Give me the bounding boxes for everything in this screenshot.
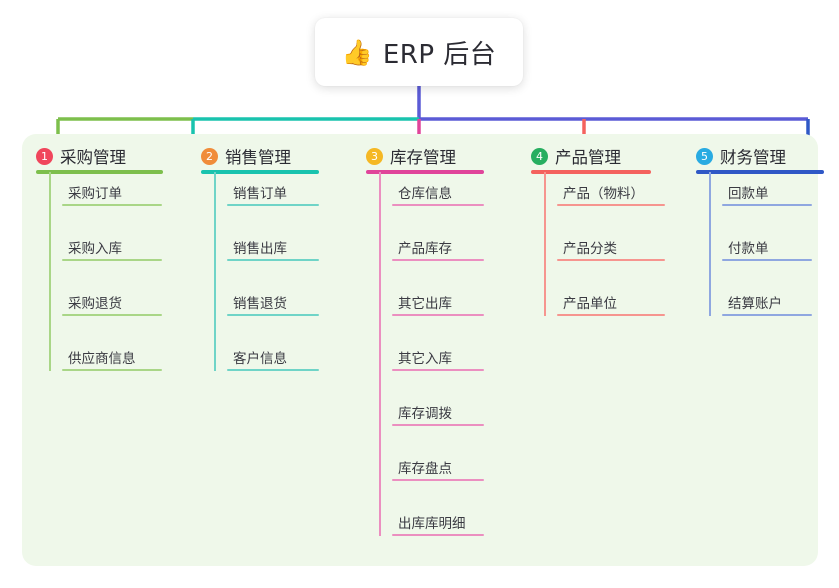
branch-item-rule <box>227 369 319 371</box>
branch-item-label: 付款单 <box>728 241 769 257</box>
branch-item-label: 产品分类 <box>563 241 617 257</box>
root-node[interactable]: 👍 ERP 后台 <box>315 18 523 86</box>
branch-item-rule <box>557 204 665 206</box>
branch-item-rule <box>722 259 812 261</box>
branch-item[interactable]: 供应商信息 <box>62 345 162 371</box>
branch-item-label: 产品单位 <box>563 296 617 312</box>
branch-item[interactable]: 出库库明细 <box>392 510 484 536</box>
branch-header-rule <box>36 170 163 174</box>
branch-item-label: 回款单 <box>728 186 769 202</box>
thumbs-up-icon: 👍 <box>341 37 373 67</box>
branch-number-badge: 4 <box>531 147 548 165</box>
branch-item-rule <box>392 424 484 426</box>
branch-item-label: 供应商信息 <box>68 351 136 367</box>
branch-item-rule <box>62 314 162 316</box>
branch-header-3[interactable]: 3 库存管理 <box>366 144 456 168</box>
branch-item[interactable]: 其它出库 <box>392 290 484 316</box>
branch-header-rule <box>201 170 319 174</box>
branch-item-label: 结算账户 <box>728 296 782 312</box>
branch-item-rule <box>227 204 319 206</box>
branch-item-rule <box>62 369 162 371</box>
branch-item-rule <box>557 259 665 261</box>
branch-item[interactable]: 仓库信息 <box>392 180 484 206</box>
branch-title-label: 库存管理 <box>390 148 456 167</box>
branch-item[interactable]: 采购退货 <box>62 290 162 316</box>
branch-item-label: 产品（物料） <box>563 186 644 202</box>
branch-item[interactable]: 产品库存 <box>392 235 484 261</box>
branch-header-rule <box>696 170 824 174</box>
branch-item-label: 出库库明细 <box>398 516 466 532</box>
branch-number-badge: 3 <box>366 147 383 165</box>
branch-item-rule <box>557 314 665 316</box>
branch-item-rule <box>392 534 484 536</box>
branch-item-rule <box>392 314 484 316</box>
branch-item[interactable]: 产品（物料） <box>557 180 665 206</box>
branch-item-label: 其它出库 <box>398 296 452 312</box>
branch-spine <box>49 172 51 371</box>
branch-item-rule <box>62 204 162 206</box>
branch-item-rule <box>392 479 484 481</box>
branch-item-label: 采购订单 <box>68 186 122 202</box>
branch-header-rule <box>531 170 651 174</box>
branch-item-rule <box>62 259 162 261</box>
branch-item[interactable]: 其它入库 <box>392 345 484 371</box>
branch-spine <box>709 172 711 316</box>
branch-item-label: 产品库存 <box>398 241 452 257</box>
branch-title-label: 产品管理 <box>555 148 621 167</box>
branch-item-label: 其它入库 <box>398 351 452 367</box>
branch-item[interactable]: 产品分类 <box>557 235 665 261</box>
branch-item-rule <box>227 259 319 261</box>
branch-item-rule <box>392 369 484 371</box>
branch-item[interactable]: 产品单位 <box>557 290 665 316</box>
branch-header-rule <box>366 170 484 174</box>
branch-item[interactable]: 销售订单 <box>227 180 319 206</box>
branch-spine <box>214 172 216 371</box>
branch-item-label: 客户信息 <box>233 351 287 367</box>
branch-title-label: 财务管理 <box>720 148 786 167</box>
branch-number-badge: 1 <box>36 147 53 165</box>
branch-spine <box>379 172 381 536</box>
branch-item[interactable]: 库存盘点 <box>392 455 484 481</box>
branch-item-label: 销售退货 <box>233 296 287 312</box>
branch-item-label: 采购入库 <box>68 241 122 257</box>
branch-spine <box>544 172 546 316</box>
branch-item-rule <box>392 259 484 261</box>
branch-item[interactable]: 回款单 <box>722 180 812 206</box>
branch-header-1[interactable]: 1 采购管理 <box>36 144 126 168</box>
branch-item[interactable]: 付款单 <box>722 235 812 261</box>
branch-item[interactable]: 销售出库 <box>227 235 319 261</box>
branch-title-label: 销售管理 <box>225 148 291 167</box>
branch-item-label: 仓库信息 <box>398 186 452 202</box>
branch-number-badge: 2 <box>201 147 218 165</box>
branch-item[interactable]: 销售退货 <box>227 290 319 316</box>
branch-item[interactable]: 客户信息 <box>227 345 319 371</box>
branch-item-rule <box>722 314 812 316</box>
root-node-label: ERP 后台 <box>382 39 497 70</box>
branch-header-4[interactable]: 4 产品管理 <box>531 144 621 168</box>
branch-item-label: 采购退货 <box>68 296 122 312</box>
branch-item-label: 销售订单 <box>233 186 287 202</box>
branch-item-rule <box>722 204 812 206</box>
branch-item-rule <box>392 204 484 206</box>
branch-item-rule <box>227 314 319 316</box>
branch-item[interactable]: 结算账户 <box>722 290 812 316</box>
branch-item-label: 库存调拨 <box>398 406 452 422</box>
branch-item[interactable]: 库存调拨 <box>392 400 484 426</box>
branch-title-label: 采购管理 <box>60 148 126 167</box>
branch-item[interactable]: 采购入库 <box>62 235 162 261</box>
branch-number-badge: 5 <box>696 147 713 165</box>
branch-header-2[interactable]: 2 销售管理 <box>201 144 291 168</box>
branch-header-5[interactable]: 5 财务管理 <box>696 144 786 168</box>
branch-item-label: 库存盘点 <box>398 461 452 477</box>
branch-item[interactable]: 采购订单 <box>62 180 162 206</box>
branch-item-label: 销售出库 <box>233 241 287 257</box>
branches-panel: 1 采购管理采购订单采购入库采购退货供应商信息 2 销售管理销售订单销售出库销售退货客… <box>22 134 824 566</box>
